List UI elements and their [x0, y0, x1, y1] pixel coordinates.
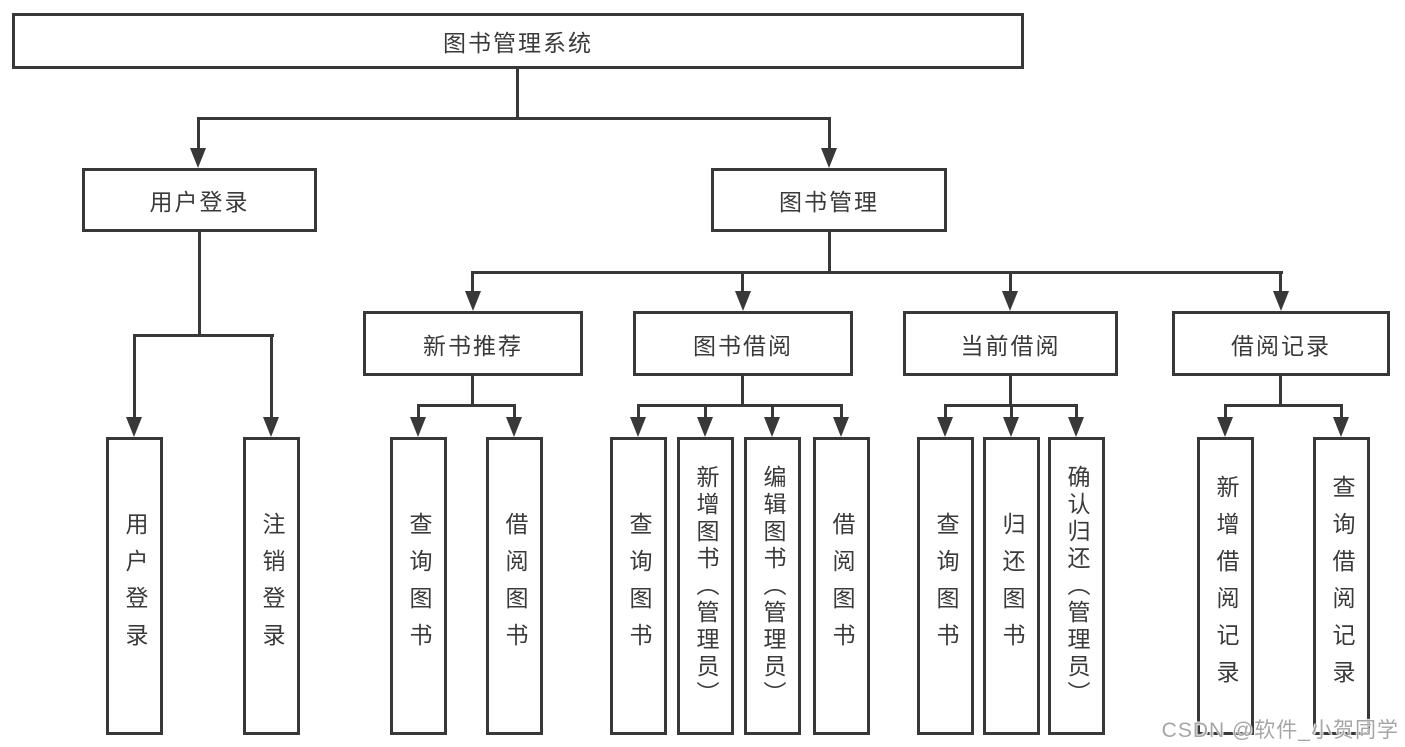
connector-arrow-stem — [270, 334, 273, 418]
leaf-label: 查询图书 — [933, 512, 959, 660]
connector-arrow-stem — [1340, 404, 1343, 419]
leaf-label: 新增借阅记录 — [1213, 475, 1239, 697]
connector-rail — [197, 117, 831, 120]
leaf-label: 归还图书 — [999, 512, 1025, 660]
connector-stem — [1009, 376, 1012, 406]
connector-arrow-stem — [1075, 404, 1078, 419]
node-book-borrowing: 图书借阅 — [633, 311, 853, 376]
arrowhead-down-icon — [263, 417, 279, 437]
connector-arrow-stem — [704, 404, 707, 419]
leaf-query-books-recommend: 查询图书 — [390, 437, 447, 735]
connector-stem — [741, 376, 744, 406]
connector-stem — [516, 69, 519, 120]
leaf-add-borrow-record: 新增借阅记录 — [1197, 437, 1254, 735]
arrowhead-down-icon — [833, 417, 849, 437]
leaf-label: 用户登录 — [122, 512, 148, 660]
connector-rail — [133, 334, 274, 337]
node-label: 新书推荐 — [423, 332, 523, 359]
node-label: 用户登录 — [149, 189, 250, 215]
connector-stem — [471, 376, 474, 406]
leaf-label: 借阅图书 — [502, 512, 528, 660]
arrowhead-down-icon — [630, 417, 646, 437]
leaf-label: 借阅图书 — [829, 512, 855, 660]
leaf-query-books-current: 查询图书 — [917, 437, 974, 735]
arrowhead-down-icon — [697, 417, 713, 437]
node-label: 图书借阅 — [693, 332, 793, 359]
node-label: 图书管理 — [779, 189, 879, 215]
connector-arrow-stem — [1010, 404, 1013, 419]
leaf-label: 查询图书 — [406, 512, 432, 660]
arrowhead-down-icon — [126, 417, 142, 437]
leaf-return-books: 归还图书 — [983, 437, 1040, 735]
leaf-query-books-borrowing: 查询图书 — [610, 437, 667, 735]
connector-stem — [828, 232, 831, 273]
leaf-add-books-admin: 新增图书（管理员） — [677, 437, 734, 735]
connector-arrow-stem — [471, 271, 474, 293]
arrowhead-down-icon — [1217, 417, 1233, 437]
leaf-query-borrow-record: 查询借阅记录 — [1313, 437, 1370, 735]
connector-rail — [1224, 404, 1343, 407]
arrowhead-down-icon — [465, 291, 481, 311]
connector-arrow-stem — [197, 117, 200, 150]
arrowhead-down-icon — [821, 148, 837, 168]
arrowhead-down-icon — [1333, 417, 1349, 437]
connector-arrow-stem — [1224, 404, 1227, 419]
leaf-borrow-books-borrowing: 借阅图书 — [813, 437, 870, 735]
csdn-watermark: CSDN @软件_小贺同学 — [1161, 719, 1399, 742]
arrowhead-down-icon — [506, 417, 522, 437]
connector-arrow-stem — [513, 404, 516, 419]
connector-rail — [637, 404, 843, 407]
leaf-confirm-return-admin: 确认归还（管理员） — [1048, 437, 1105, 735]
connector-arrow-stem — [133, 334, 136, 418]
node-label: 借阅记录 — [1231, 332, 1331, 359]
node-new-book-recommend: 新书推荐 — [363, 311, 583, 376]
arrowhead-down-icon — [410, 417, 426, 437]
leaf-label: 注销登录 — [259, 512, 285, 660]
connector-arrow-stem — [1009, 271, 1012, 293]
arrowhead-down-icon — [1002, 291, 1018, 311]
connector-rail — [417, 404, 516, 407]
connector-arrow-stem — [944, 404, 947, 419]
arrowhead-down-icon — [190, 148, 206, 168]
arrowhead-down-icon — [1273, 291, 1289, 311]
connector-arrow-stem — [1279, 271, 1282, 293]
connector-arrow-stem — [840, 404, 843, 419]
arrowhead-down-icon — [764, 417, 780, 437]
arrowhead-down-icon — [937, 417, 953, 437]
connector-stem — [1279, 376, 1282, 406]
node-label: 图书管理系统 — [443, 30, 593, 56]
arrowhead-down-icon — [735, 291, 751, 311]
arrowhead-down-icon — [1068, 417, 1084, 437]
leaf-logout-login: 注销登录 — [243, 437, 300, 735]
leaf-label: 查询图书 — [626, 512, 652, 660]
leaf-borrow-books-recommend: 借阅图书 — [486, 437, 543, 735]
leaf-label: 编辑图书（管理员） — [760, 464, 786, 708]
node-current-borrowing: 当前借阅 — [903, 311, 1118, 376]
node-user-login: 用户登录 — [82, 168, 317, 232]
connector-rail — [471, 271, 1283, 274]
leaf-label: 新增图书（管理员） — [693, 464, 719, 708]
node-book-management: 图书管理 — [711, 168, 947, 232]
node-borrowing-records: 借阅记录 — [1172, 311, 1390, 376]
connector-arrow-stem — [741, 271, 744, 293]
connector-arrow-stem — [417, 404, 420, 419]
leaf-label: 查询借阅记录 — [1329, 475, 1355, 697]
connector-arrow-stem — [637, 404, 640, 419]
connector-stem — [198, 232, 201, 336]
leaf-user-login: 用户登录 — [106, 437, 163, 735]
connector-arrow-stem — [828, 117, 831, 150]
node-root: 图书管理系统 — [12, 13, 1024, 69]
node-label: 当前借阅 — [960, 332, 1061, 359]
connector-arrow-stem — [771, 404, 774, 419]
leaf-label: 确认归还（管理员） — [1064, 464, 1090, 708]
arrowhead-down-icon — [1003, 417, 1019, 437]
leaf-edit-books-admin: 编辑图书（管理员） — [744, 437, 801, 735]
